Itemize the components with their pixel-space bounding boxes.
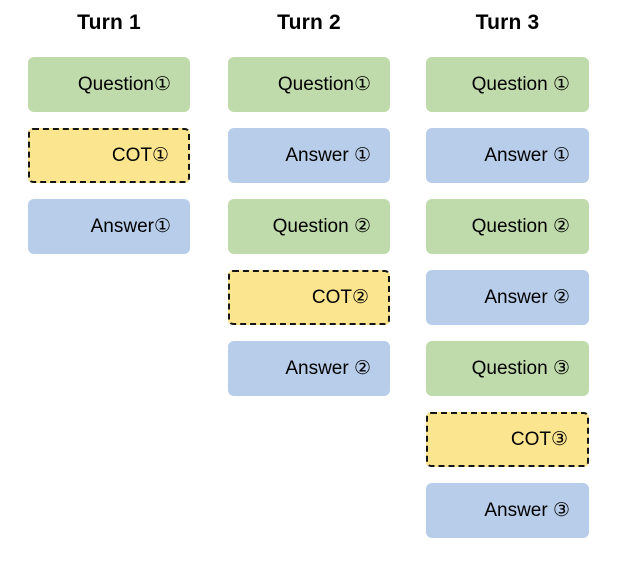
turn1-answer-1-box: Answer①	[28, 199, 190, 254]
column-title: Turn 3	[475, 10, 540, 34]
turn3-question-3-box: Question ③	[426, 341, 589, 396]
turn3-answer-1-box: Answer ①	[426, 128, 589, 183]
turn2-question-2-box: Question ②	[228, 199, 390, 254]
column-turn-2: Turn 2 Question① Answer ① Question ② COT…	[228, 0, 390, 412]
turn3-answer-3-box: Answer ③	[426, 483, 589, 538]
column-turn-1: Turn 1 Question① COT① Answer①	[28, 0, 190, 270]
turn3-question-1-box: Question ①	[426, 57, 589, 112]
turn2-answer-1-box: Answer ①	[228, 128, 390, 183]
column-title: Turn 1	[77, 10, 141, 34]
turn3-question-2-box: Question ②	[426, 199, 589, 254]
turn2-question-1-box: Question①	[228, 57, 390, 112]
turn2-answer-2-box: Answer ②	[228, 341, 390, 396]
column-turn-3: Turn 3 Question ① Answer ① Question ② An…	[426, 0, 589, 554]
turn3-cot-3-box: COT③	[426, 412, 589, 467]
turn1-question-1-box: Question①	[28, 57, 190, 112]
column-title: Turn 2	[277, 10, 341, 34]
turn2-cot-2-box: COT②	[228, 270, 390, 325]
turn1-cot-1-box: COT①	[28, 128, 190, 183]
turn3-answer-2-box: Answer ②	[426, 270, 589, 325]
